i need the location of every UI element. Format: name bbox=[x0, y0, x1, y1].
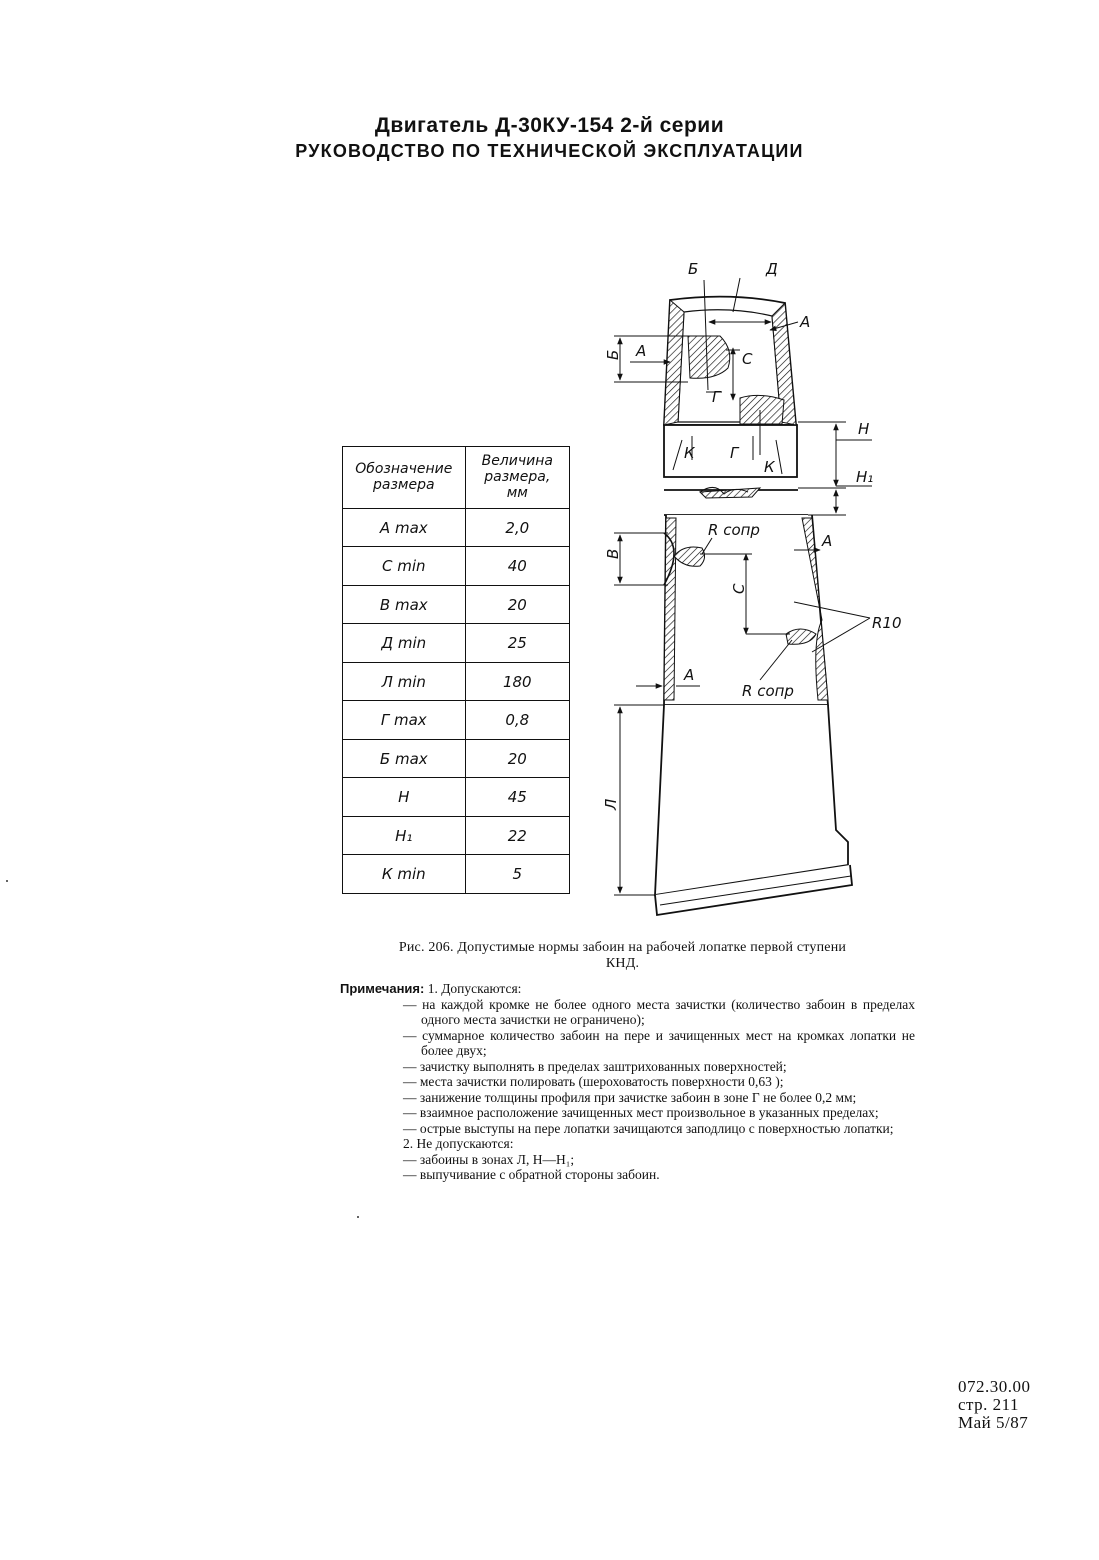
list-item: — зачистку выполнять в пределах заштрихо… bbox=[403, 1058, 787, 1074]
table-cell-value: 5 bbox=[464, 854, 571, 894]
label-a-bottom: А bbox=[683, 666, 694, 684]
table-cell-value: 180 bbox=[464, 661, 571, 702]
label-r-sopr-bottom: R сопр bbox=[742, 682, 794, 700]
table-cell-label: Н₁ bbox=[342, 815, 466, 856]
label-k-left: К bbox=[684, 444, 696, 462]
label-l: Л bbox=[602, 799, 620, 811]
label-a-top-left: А bbox=[635, 342, 646, 360]
table-cell-value: 22 bbox=[464, 815, 571, 856]
document-title: Двигатель Д-30КУ-154 2-й серии bbox=[374, 114, 725, 137]
table-cell-value: 25 bbox=[464, 623, 571, 663]
figure-caption: Рис. 206. Допустимые нормы забоин на раб… bbox=[398, 940, 847, 971]
dimension-lines bbox=[614, 277, 872, 896]
document-subtitle: РУКОВОДСТВО ПО ТЕХНИЧЕСКОЙ ЭКСПЛУАТАЦИИ bbox=[295, 141, 804, 161]
label-c-mid: С bbox=[730, 583, 748, 594]
blade-drawing: Б Д А А Б С Г К Г К Н Н₁ R сопр А В С R1… bbox=[602, 260, 902, 917]
table-cell-value: 45 bbox=[464, 777, 571, 817]
table-cell-value: 0,8 bbox=[464, 700, 571, 740]
label-h: Н bbox=[858, 420, 869, 438]
table-cell-label: А max bbox=[342, 507, 466, 548]
label-c-top: С bbox=[742, 350, 753, 368]
label-r-sopr-top: R сопр bbox=[708, 521, 760, 539]
table-cell-label: Г max bbox=[342, 700, 466, 740]
list-item: — забоины в зонах Л, Н—Н₁; bbox=[403, 1151, 575, 1167]
table-header-row: Обозначение размера Величина размера, мм bbox=[342, 446, 571, 509]
blade-outline bbox=[654, 295, 853, 917]
table-cell-value: 20 bbox=[464, 584, 571, 625]
page-footer: 072.30.00 стр. 211 Май 5/87 bbox=[958, 1378, 1068, 1432]
table-cell-label: В max bbox=[342, 584, 466, 625]
scan-speck bbox=[6, 880, 8, 882]
label-h1: Н₁ bbox=[856, 468, 873, 486]
list-item: — суммарное количество забоин на пере и … bbox=[403, 1027, 915, 1059]
label-g-top: Г bbox=[712, 388, 722, 406]
notes-item-1: 1. Допускаются: bbox=[427, 981, 522, 996]
page-number: стр. 211 bbox=[958, 1395, 1020, 1414]
table-cell-label: К min bbox=[342, 854, 466, 894]
drawing-labels: Б Д А А Б С Г К Г К Н Н₁ R сопр А В С R1… bbox=[602, 260, 902, 811]
label-a-mid-right: А bbox=[821, 532, 832, 550]
notes-section: Примечания: 1. Допускаются: — на каждой … bbox=[340, 981, 915, 1183]
label-b-top: Б bbox=[688, 260, 698, 278]
table-cell-value: 40 bbox=[464, 546, 571, 586]
col-header-value: Величина размера, мм bbox=[464, 446, 571, 509]
label-v: В bbox=[604, 549, 622, 559]
table-cell-label: Д min bbox=[342, 623, 466, 663]
table-cell-label: Л min bbox=[342, 661, 466, 702]
table-cell-label: Н bbox=[342, 777, 466, 817]
notes-heading-line: Примечания: 1. Допускаются: bbox=[340, 981, 915, 997]
scan-speck bbox=[357, 1216, 359, 1218]
list-item: — острые выступы на пере лопатки зачищаю… bbox=[403, 1120, 894, 1136]
label-r10: R10 bbox=[872, 614, 902, 632]
table-cell-label: С min bbox=[342, 546, 466, 586]
list-item: — места зачистки полировать (шероховатос… bbox=[403, 1074, 784, 1089]
label-d: Д bbox=[765, 260, 778, 278]
list-item: — выпучивание с обратной стороны забоин. bbox=[403, 1167, 660, 1182]
notes-item-2: 2. Не допускаются: bbox=[403, 1136, 514, 1151]
label-g-mid: Г bbox=[730, 444, 740, 462]
notes-heading: Примечания: bbox=[340, 981, 425, 996]
label-b-side: Б bbox=[604, 350, 622, 360]
table-cell-value: 2,0 bbox=[464, 507, 571, 548]
list-item: — взаимное расположение зачищенных мест … bbox=[403, 1105, 879, 1120]
label-k-right: К bbox=[764, 458, 776, 476]
document-header: Двигатель Д-30КУ-154 2-й серии РУКОВОДСТ… bbox=[0, 113, 1099, 163]
label-a-top-right: А bbox=[799, 313, 810, 331]
list-item: — на каждой кромке не более одного места… bbox=[403, 996, 915, 1028]
table-cell-label: Б max bbox=[342, 738, 466, 779]
list-item: — занижение толщины профиля при зачистке… bbox=[403, 1089, 857, 1105]
table-cell-value: 20 bbox=[464, 738, 571, 779]
revision-date: Май 5/87 bbox=[958, 1413, 1029, 1432]
document-code: 072.30.00 bbox=[958, 1377, 1031, 1396]
dimensions-table: Обозначение размера Величина размера, мм… bbox=[342, 446, 571, 894]
col-header-designation: Обозначение размера bbox=[342, 446, 466, 509]
